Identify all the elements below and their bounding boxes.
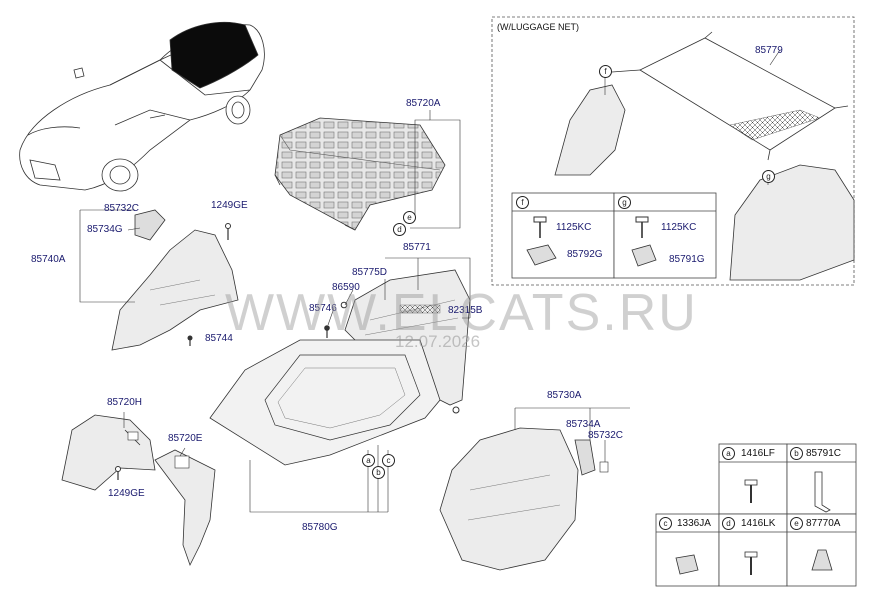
callout-g: g [762,170,775,183]
label-85775D: 85775D [352,267,388,278]
clip-85792G [526,244,557,266]
callout-e: e [403,211,416,224]
label-85732C-top: 85732C [104,203,140,214]
legend-d-part: 1416LK [741,518,776,529]
net-left-trim [554,84,626,176]
label-85740A: 85740A [31,254,66,265]
label-85734G: 85734G [87,224,123,235]
label-82315B: 82315B [448,305,483,316]
label-85792G: 85792G [567,249,603,260]
subbox-f-letter: f [516,196,529,209]
label-1249GE-top: 1249GE [211,200,248,211]
trunk-floor-mat-85780G [209,339,441,466]
legend-b-part: 85791C [806,448,842,459]
legend-e-letter: e [790,517,803,530]
label-85779: 85779 [755,45,783,56]
label-85771: 85771 [403,242,431,253]
screw-1125KC-g [635,216,649,238]
label-85791G: 85791G [669,254,705,265]
label-85720A: 85720A [406,98,441,109]
trunk-back-trim-85771 [324,269,471,414]
right-quarter-trim-85730A [439,427,609,571]
label-1125KC-f: 1125KC [556,222,592,233]
label-85746: 85746 [309,303,337,314]
label-86590: 86590 [332,282,360,293]
parcel-shelf-85720A [274,117,446,231]
label-85744: 85744 [205,333,233,344]
luggage-net-85779 [611,31,849,161]
clip-85791G [631,244,657,267]
label-1125KC-g: 1125KC [661,222,697,233]
label-85734A: 85734A [566,419,601,430]
side-trim-85720H [61,414,156,491]
label-85730A: 85730A [547,390,582,401]
screw-1125KC-f [533,216,547,238]
callout-c: c [382,454,395,467]
watermark-text: WWW.ELCATS.RU [225,284,698,342]
legend-e-part: 87770A [806,518,841,529]
label-85780G: 85780G [302,522,338,533]
label-1249GE-bottom: 1249GE [108,488,145,499]
label-85720E: 85720E [168,433,203,444]
callout-a: a [362,454,375,467]
legend-a-part: 1416LF [741,448,775,459]
legend-a-letter: a [722,447,735,460]
callout-d: d [393,223,406,236]
luggage-net-title: (W/LUGGAGE NET) [497,22,580,32]
legend-c-letter: c [659,517,672,530]
legend-b-letter: b [790,447,803,460]
luggage-net-box [491,16,855,286]
left-quarter-trim-85740A [111,209,239,351]
side-trim-85720E [154,449,216,567]
label-85732C-bottom: 85732C [588,430,624,441]
car-illustration [19,21,265,192]
fastener-legend-table [655,443,857,587]
legend-icons [675,471,833,575]
net-right-trim [729,164,855,281]
subbox-g-letter: g [618,196,631,209]
callout-f: f [599,65,612,78]
watermark-date: 12.07.2026 [395,332,481,351]
legend-c-part: 1336JA [677,518,711,529]
callout-b: b [372,466,385,479]
label-85720H: 85720H [107,397,143,408]
legend-d-letter: d [722,517,735,530]
